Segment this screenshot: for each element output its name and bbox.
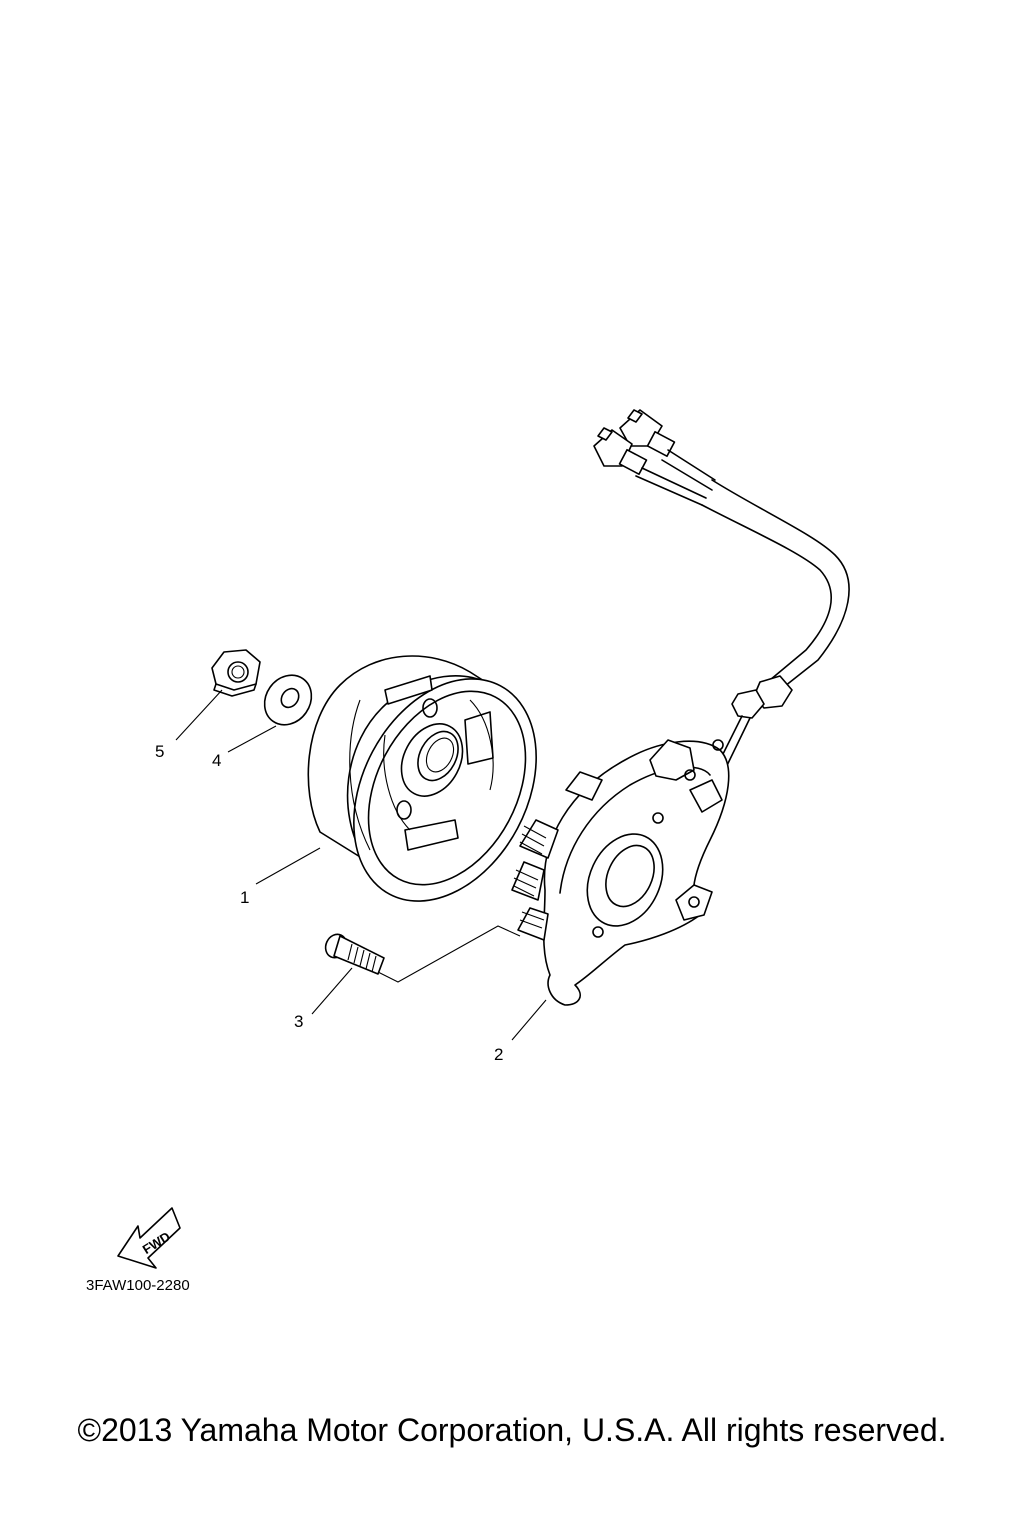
screw-leader-line [377,925,521,983]
part-4-washer [263,674,313,726]
part-5-nut [211,649,261,697]
copyright-notice: ©2013 Yamaha Motor Corporation, U.S.A. A… [77,1412,947,1448]
callout-1: 1 [240,888,249,907]
stator-coils [511,771,603,941]
callout-5: 5 [155,742,164,761]
diagram-code: 3FAW100-2280 [86,1277,190,1294]
fwd-arrow-icon: FWD [117,1207,181,1269]
callout-3: 3 [294,1012,303,1031]
callout-4: 4 [212,751,221,770]
connector-plugs [593,409,676,476]
callout-2: 2 [494,1045,503,1064]
part-1-rotor [307,655,537,902]
part-3-screw [324,933,385,975]
callout-leaders [175,689,547,1041]
part-2-stator-assembly [511,409,850,1006]
